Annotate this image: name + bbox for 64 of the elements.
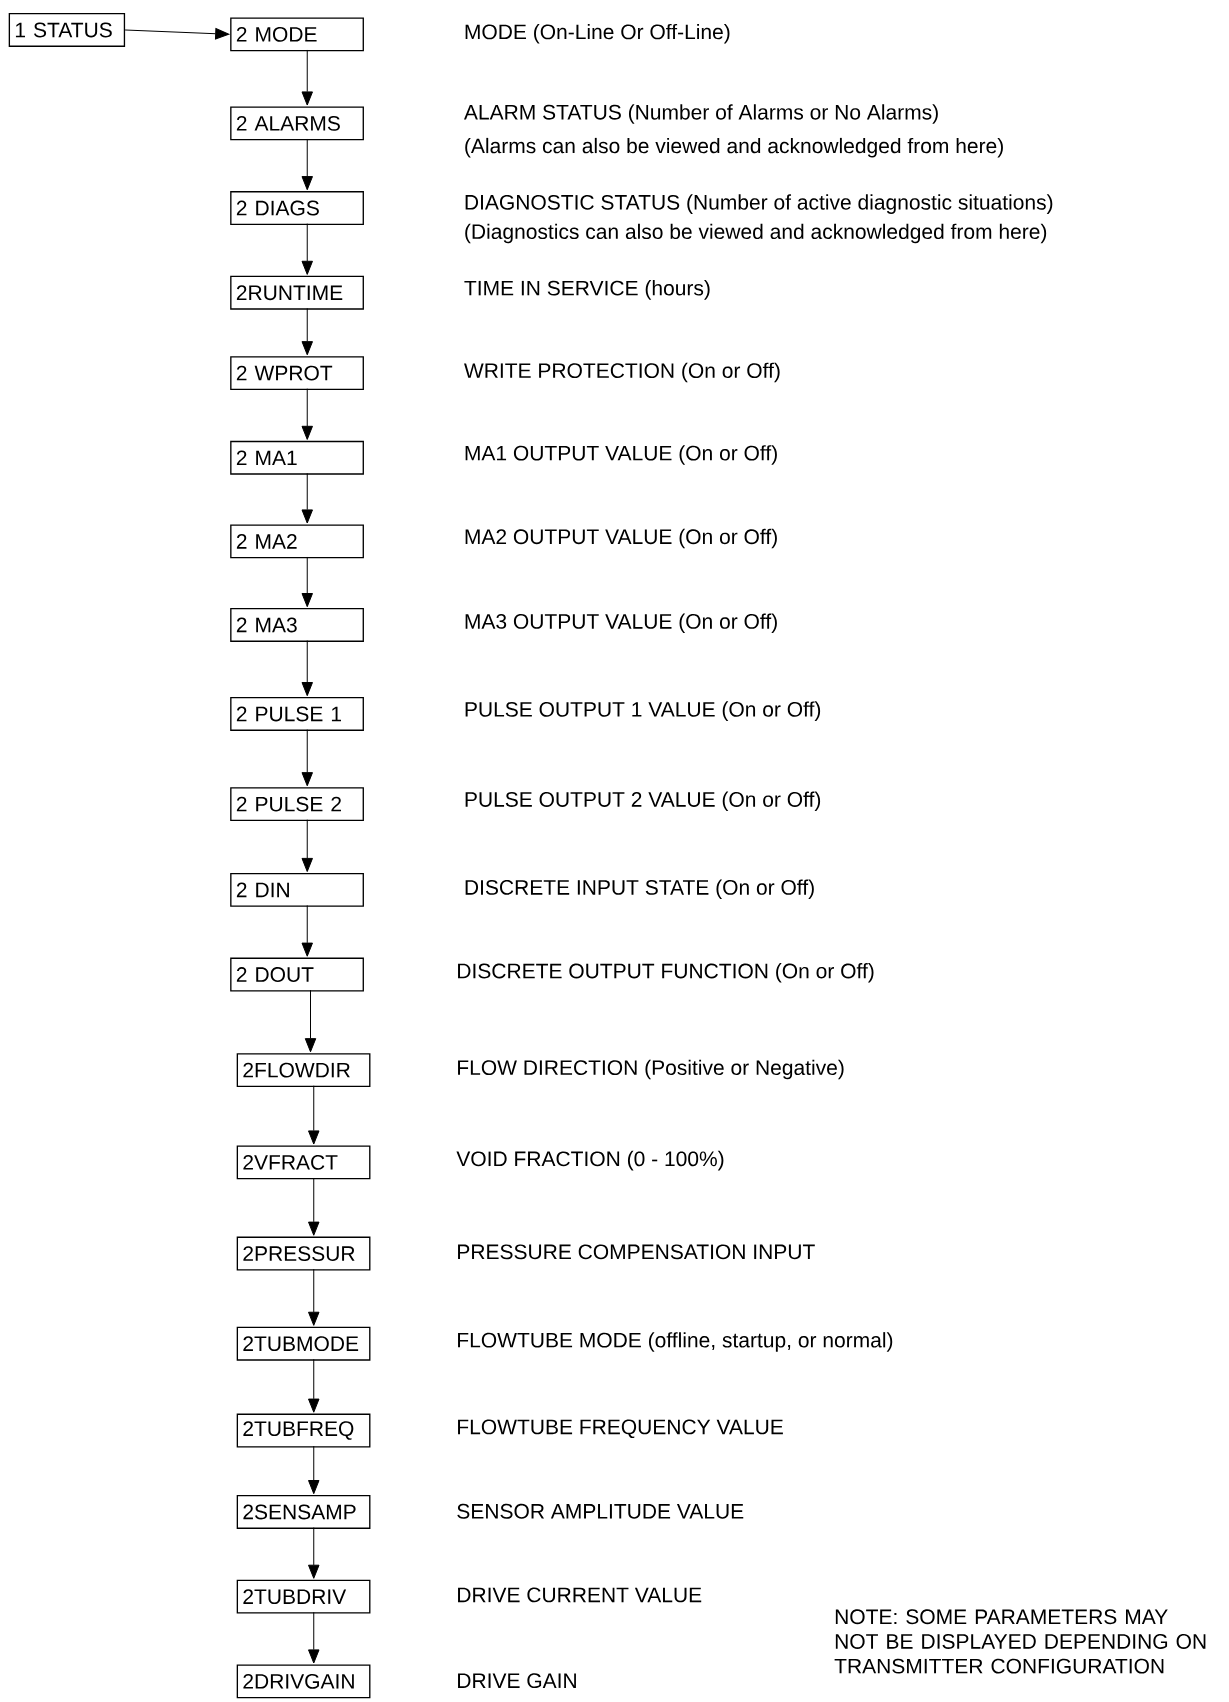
menu-box: 2RUNTIME xyxy=(230,275,364,310)
arrow xyxy=(124,28,230,40)
arrow xyxy=(301,472,313,524)
arrow xyxy=(308,1527,320,1579)
menu-box: 2 MA2 xyxy=(230,524,364,559)
description-text: MA3 OUTPUT VALUE (On or Off) xyxy=(465,613,777,633)
description-text: TIME IN SERVICE (hours) xyxy=(464,280,710,300)
menu-box: 2 MODE xyxy=(230,17,364,52)
arrow xyxy=(301,556,313,608)
description-text: SENSOR AMPLITUDE VALUE xyxy=(457,1503,744,1519)
arrow xyxy=(301,49,313,106)
menu-box: 2 MA1 xyxy=(230,440,364,475)
description-text: DISCRETE INPUT STATE (On or Off) xyxy=(465,879,814,899)
menu-box: 2 DIN xyxy=(230,872,364,907)
menu-box: 2VFRACT xyxy=(236,1145,371,1180)
description-text: FLOWTUBE FREQUENCY VALUE xyxy=(458,1419,783,1439)
menu-box: 2 ALARMS xyxy=(230,106,364,141)
arrow xyxy=(308,1177,320,1236)
arrow xyxy=(308,1085,320,1145)
menu-box: 2 PULSE 2 xyxy=(230,787,364,822)
description-text: MODE (On-Line Or Off-Line) xyxy=(465,23,730,44)
arrow xyxy=(301,729,313,787)
description-text: (Alarms can also be viewed and acknowledged from here) xyxy=(465,137,1003,158)
menu-box: 2TUBMODE xyxy=(236,1326,371,1361)
description-text: DRIVE CURRENT VALUE xyxy=(458,1587,702,1603)
description-text: VOID FRACTION (0 - 100%) xyxy=(456,1150,724,1171)
menu-box: 2 DIAGS xyxy=(230,191,364,225)
description-text: PULSE OUTPUT 1 VALUE (On or Off) xyxy=(465,701,821,721)
menu-box: 2FLOWDIR xyxy=(236,1053,371,1088)
description-text: ALARM STATUS (Number of Alarms or No Alarms) xyxy=(464,104,938,124)
arrow xyxy=(301,819,313,872)
menu-box: 2 DOUT xyxy=(230,957,364,992)
menu-box: 2 PULSE 1 xyxy=(230,697,364,731)
menu-box: 2 WPROT xyxy=(230,356,364,390)
description-text: PRESSURE COMPENSATION INPUT xyxy=(458,1244,815,1260)
menu-box: 2PRESSUR xyxy=(236,1236,371,1271)
arrow xyxy=(304,989,317,1053)
description-text: (Diagnostics can also be viewed and acknowledged from here) xyxy=(465,223,1047,244)
menu-box: 2TUBFREQ xyxy=(236,1413,371,1448)
arrow xyxy=(301,905,313,957)
arrow xyxy=(308,1358,320,1413)
description-text: DISCRETE OUTPUT FUNCTION (On or Off) xyxy=(458,963,874,983)
arrow xyxy=(301,388,313,440)
description-text: MA1 OUTPUT VALUE (On or Off) xyxy=(465,445,777,465)
menu-box: 2SENSAMP xyxy=(236,1495,371,1529)
description-text: FLOW DIRECTION (Positive or Negative) xyxy=(458,1059,844,1080)
description-text: PULSE OUTPUT 2 VALUE (On or Off) xyxy=(465,791,821,812)
description-text: MA2 OUTPUT VALUE (On or Off) xyxy=(465,528,777,549)
menu-box: 1 STATUS xyxy=(8,13,126,47)
description-text: WRITE PROTECTION (On or Off) xyxy=(464,362,780,383)
menu-box: 2DRIVGAIN xyxy=(236,1664,371,1699)
menu-box: 2 MA3 xyxy=(230,608,364,642)
description-text: FLOWTUBE MODE (offline, startup, or normal) xyxy=(458,1332,893,1352)
arrow xyxy=(301,640,313,697)
arrow xyxy=(308,1268,320,1326)
description-text: DRIVE GAIN xyxy=(458,1673,576,1689)
arrow xyxy=(308,1445,320,1495)
note-text: NOTE: SOME PARAMETERS MAY NOT BE DISPLAYED DEPENDING ON TRANSMITTER CONFIGURATION xyxy=(834,1609,1206,1674)
arrow xyxy=(301,307,313,356)
description-text: DIAGNOSTIC STATUS (Number of active diagnostic situations) xyxy=(465,194,1053,214)
arrow xyxy=(301,223,313,275)
menu-box: 2TUBDRIV xyxy=(236,1579,371,1614)
arrow xyxy=(301,138,313,191)
arrow xyxy=(308,1611,320,1664)
